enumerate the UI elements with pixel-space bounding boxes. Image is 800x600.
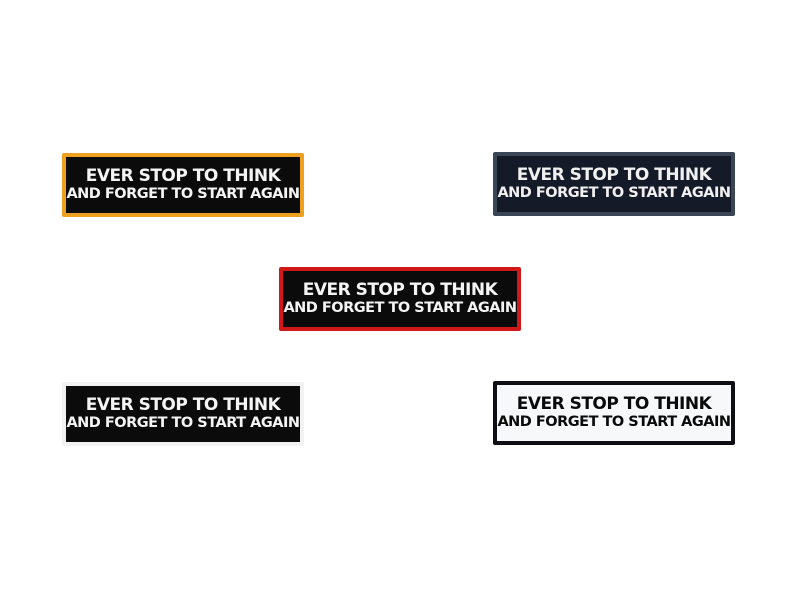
patch-line-2: AND FORGET TO START AGAIN (283, 300, 517, 317)
patch-line-2: AND FORGET TO START AGAIN (66, 186, 300, 203)
patch-line-2: AND FORGET TO START AGAIN (497, 185, 731, 202)
patch-line-1: EVER STOP TO THINK (516, 164, 712, 185)
patch-white-fill: EVER STOP TO THINK AND FORGET TO START A… (493, 381, 735, 445)
patch-red-border: EVER STOP TO THINK AND FORGET TO START A… (279, 267, 521, 331)
patch-grey-border: EVER STOP TO THINK AND FORGET TO START A… (493, 152, 735, 216)
patch-line-2: AND FORGET TO START AGAIN (497, 414, 731, 431)
patch-white-border: EVER STOP TO THINK AND FORGET TO START A… (62, 382, 304, 446)
patch-line-1: EVER STOP TO THINK (302, 279, 498, 300)
patch-line-2: AND FORGET TO START AGAIN (66, 415, 300, 432)
patch-line-1: EVER STOP TO THINK (516, 393, 712, 414)
patch-orange-border: EVER STOP TO THINK AND FORGET TO START A… (62, 153, 304, 217)
patch-line-1: EVER STOP TO THINK (85, 394, 281, 415)
patch-line-1: EVER STOP TO THINK (85, 165, 281, 186)
